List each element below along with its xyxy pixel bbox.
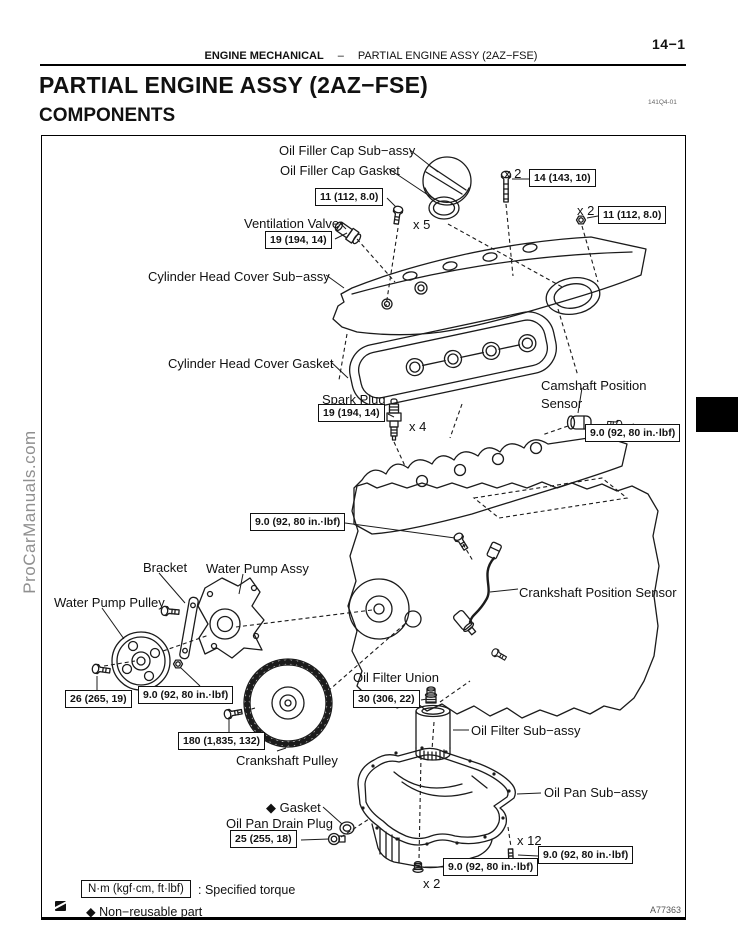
drain-plug-art	[327, 821, 355, 846]
label-oil-filter-sub-assy: Oil Filter Sub−assy	[471, 723, 581, 738]
torque-cover-long-bolt: 14 (143, 10)	[529, 169, 596, 187]
figure-code: A77363	[649, 905, 681, 915]
torque-camshaft-sensor: 9.0 (92, 80 in.·lbf)	[585, 424, 681, 442]
torque-drain-plug: 25 (255, 18)	[230, 830, 297, 848]
torque-pulley-bolt: 26 (265, 19)	[65, 690, 132, 708]
qty-cover-bolt: x 5	[413, 217, 431, 232]
torque-crankshaft-pulley-bolt: 180 (1,835, 132)	[178, 732, 266, 750]
label-camshaft-sensor: Sensor	[541, 396, 583, 411]
oil-pan-art	[357, 746, 516, 869]
head-cover-gasket-art	[349, 311, 557, 407]
legend-torque-unit-box: N·m (kgf·cm, ft·lbf)	[81, 880, 191, 898]
legend-nonreusable: ◆ Non−reusable part	[86, 905, 203, 919]
section-title: COMPONENTS	[39, 105, 176, 126]
section-thumb-tab	[696, 397, 738, 432]
label-cylinder-head-cover-sub-assy: Cylinder Head Cover Sub−assy	[148, 269, 330, 284]
label-cylinder-head-cover-gasket: Cylinder Head Cover Gasket	[168, 356, 334, 371]
components-figure: Oil Filler Cap Sub−assy Oil Filler Cap G…	[41, 135, 686, 920]
torque-head-bolt: 9.0 (92, 80 in.·lbf)	[250, 513, 346, 531]
torque-oil-pan-bolt: 9.0 (92, 80 in.·lbf)	[538, 846, 634, 864]
label-gasket: ◆ Gasket	[266, 800, 321, 815]
doc-code: 141Q4-01	[648, 99, 677, 106]
bracket-art	[179, 596, 199, 660]
label-oil-filter-union: Oil Filter Union	[353, 670, 439, 685]
cylinder-head-art	[353, 435, 628, 535]
label-bracket: Bracket	[143, 560, 188, 575]
label-oil-pan-sub-assy: Oil Pan Sub−assy	[544, 785, 648, 800]
oil-filler-cap-art	[422, 156, 472, 220]
torque-cover-nut: 11 (112, 8.0)	[598, 206, 667, 224]
header-topic: PARTIAL ENGINE ASSY (2AZ−FSE)	[357, 50, 538, 62]
torque-cover-bolt: 11 (112, 8.0)	[315, 188, 384, 206]
label-crankshaft-position-sensor: Crankshaft Position Sensor	[519, 585, 677, 600]
oil-filter-art	[415, 704, 451, 761]
legend-torque-desc: : Specified torque	[198, 883, 296, 897]
qty-oil-pan-bolt: x 12	[517, 833, 542, 848]
header-section: ENGINE MECHANICAL	[204, 50, 324, 62]
crank-sensor-art	[452, 541, 502, 636]
header-separator: –	[337, 50, 344, 62]
watermark: ProCarManuals.com	[20, 430, 39, 594]
qty-spark-plug: x 4	[409, 419, 427, 434]
torque-ventilation-valve: 19 (194, 14)	[265, 231, 332, 249]
oil-filter-union-art	[424, 686, 438, 704]
spark-plug-art	[386, 398, 402, 441]
label-water-pump-assy: Water Pump Assy	[206, 561, 309, 576]
camshaft-sensor-art	[566, 415, 592, 430]
water-pump-pulley-art	[111, 631, 171, 691]
header-rule	[40, 64, 686, 66]
engine-diagram	[91, 149, 660, 873]
label-ventilation-valve: Ventilation Valve	[244, 216, 340, 231]
label-crankshaft-pulley: Crankshaft Pulley	[236, 753, 338, 768]
label-oil-filler-cap-sub-assy: Oil Filler Cap Sub−assy	[279, 143, 416, 158]
label-spark-plug: Spark Plug	[322, 392, 386, 407]
crankshaft-pulley-art	[243, 658, 333, 748]
torque-oil-filter-union: 30 (306, 22)	[353, 690, 420, 708]
label-oil-pan-drain-plug: Oil Pan Drain Plug	[226, 816, 333, 831]
page-number: 14−1	[652, 36, 686, 52]
label-camshaft-position: Camshaft Position	[541, 378, 647, 393]
torque-oil-pan-nut: 9.0 (92, 80 in.·lbf)	[443, 858, 539, 876]
qty-cover-nut: x 2	[577, 203, 595, 218]
ventilation-valve-art	[334, 221, 362, 245]
label-oil-filler-cap-gasket: Oil Filler Cap Gasket	[280, 163, 400, 178]
qty-cover-long-bolt: x 2	[504, 166, 522, 181]
water-pump-art	[197, 577, 265, 659]
cylinder-head-cover-art	[332, 236, 647, 336]
torque-spark-plug: 19 (194, 14)	[318, 404, 385, 422]
torque-water-pump-bolt: 9.0 (92, 80 in.·lbf)	[138, 686, 234, 704]
engine-block-art	[347, 481, 660, 719]
page-title: PARTIAL ENGINE ASSY (2AZ−FSE)	[39, 72, 428, 98]
label-water-pump-pulley: Water Pump Pulley	[54, 595, 165, 610]
qty-oil-pan-nut: x 2	[423, 876, 441, 891]
running-header: ENGINE MECHANICAL – PARTIAL ENGINE ASSY (2…	[0, 50, 742, 62]
manual-note-icon	[55, 901, 66, 911]
